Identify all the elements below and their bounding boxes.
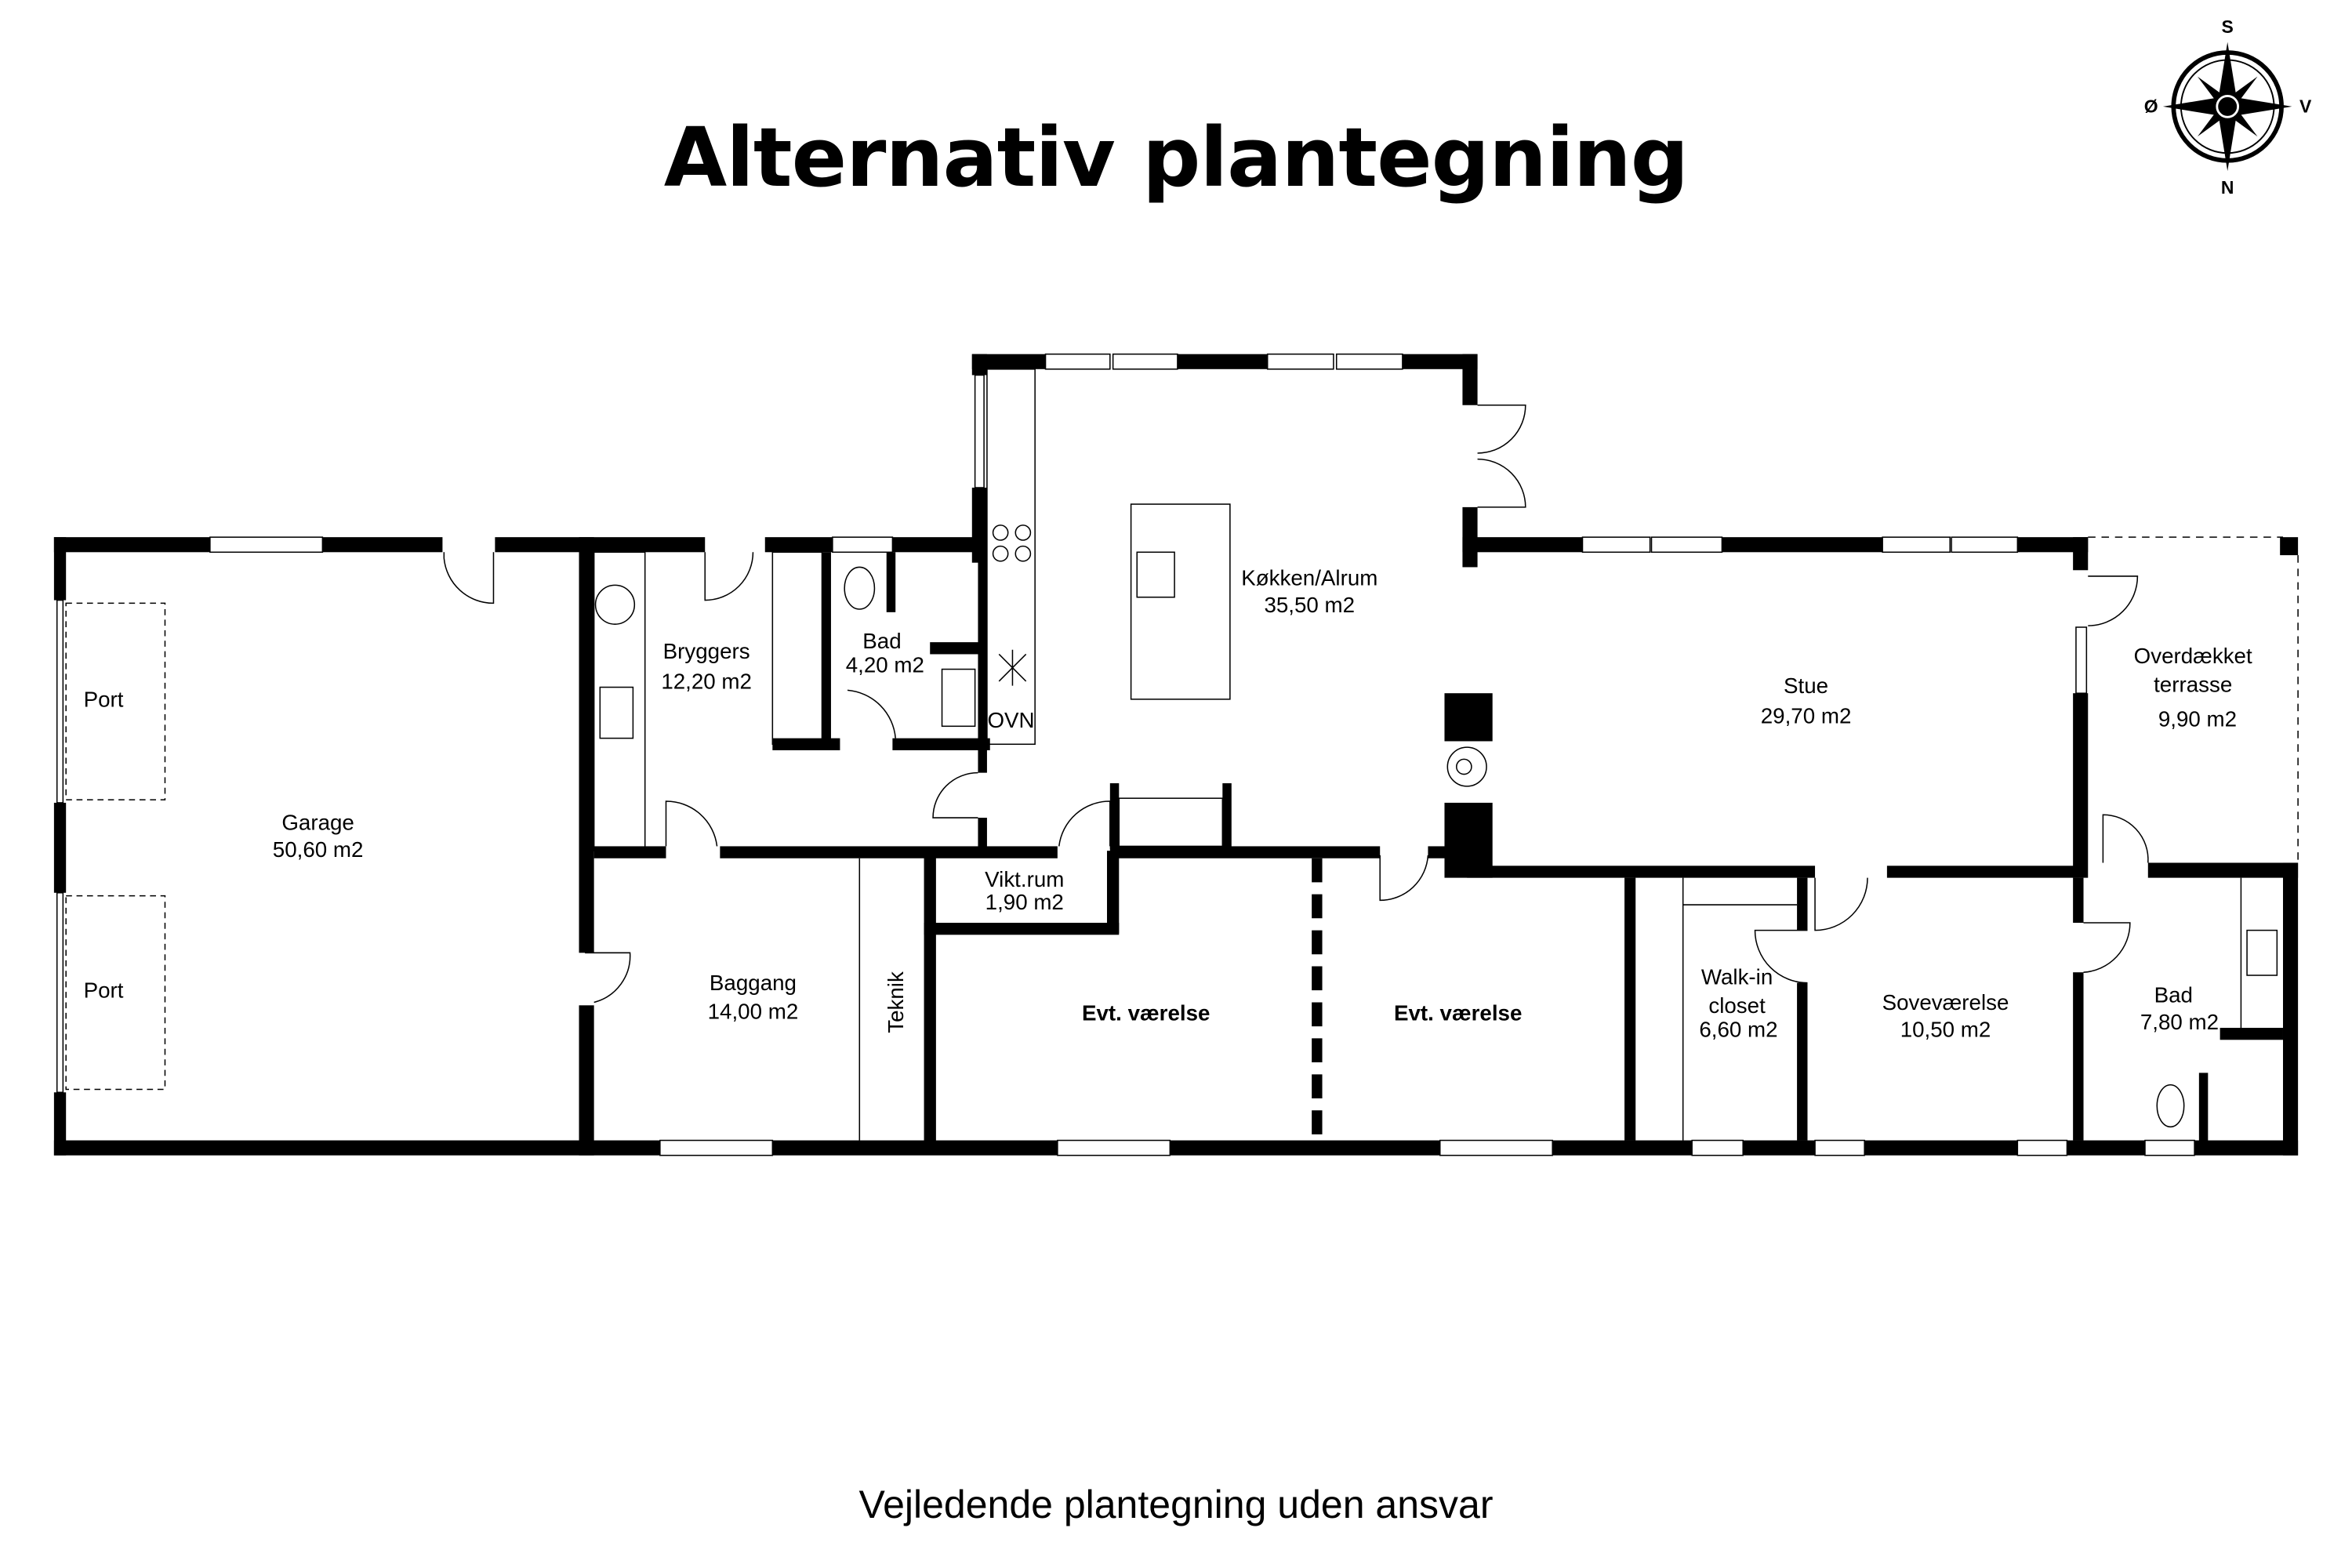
disclaimer: Vejledende plantegning uden ansvar	[858, 1483, 1494, 1526]
sove-area: 10,50 m2	[1900, 1017, 1991, 1041]
walls	[53, 353, 2299, 1156]
evt-vaerelse-1-label: Evt. værelse	[1082, 1000, 1210, 1025]
compass-east: Ø	[2144, 96, 2158, 117]
terrasse-label-1: Overdækket	[2134, 644, 2252, 668]
room-labels: Port Port Garage 50,60 m2 Bryggers 12,20…	[84, 565, 2252, 1041]
stue-label: Stue	[1784, 673, 1828, 698]
bad-1-area: 4,20 m2	[846, 652, 924, 677]
compass-west: V	[2299, 96, 2312, 117]
teknik-label: Teknik	[884, 971, 908, 1033]
sove-label: Soveværelse	[1882, 990, 2009, 1014]
viktrum-area: 1,90 m2	[985, 890, 1064, 914]
terrasse-area: 9,90 m2	[2158, 706, 2237, 731]
garage-area: 50,60 m2	[273, 837, 364, 862]
viktrum-label: Vikt.rum	[985, 867, 1064, 891]
kokken-label: Køkken/Alrum	[1241, 565, 1377, 590]
oven-label: OVN	[987, 708, 1034, 732]
baggang-label: Baggang	[710, 971, 797, 995]
bryggers-label: Bryggers	[663, 639, 750, 663]
compass-icon: S N Ø V	[2144, 16, 2312, 198]
walkin-label-1: Walk-in	[1701, 964, 1773, 989]
terrasse-label-2: terrasse	[2154, 672, 2232, 696]
port-1-label: Port	[84, 687, 124, 711]
compass-north: N	[2221, 177, 2234, 198]
bad-2-label: Bad	[2154, 982, 2193, 1007]
evt-vaerelse-2-label: Evt. værelse	[1394, 1000, 1522, 1025]
bryggers-area: 12,20 m2	[661, 669, 752, 693]
plan-title: Alternativ plantegning	[663, 110, 1689, 205]
baggang-area: 14,00 m2	[708, 1000, 799, 1024]
garage-label: Garage	[281, 810, 354, 834]
bad-1-label: Bad	[862, 629, 901, 653]
stue-area: 29,70 m2	[1761, 703, 1852, 728]
kokken-area: 35,50 m2	[1264, 593, 1355, 617]
walkin-label-2: closet	[1708, 993, 1766, 1018]
walkin-area: 6,60 m2	[1699, 1017, 1777, 1041]
port-2-label: Port	[84, 978, 124, 1003]
compass-south: S	[2222, 16, 2234, 37]
bad-2-area: 7,80 m2	[2140, 1010, 2219, 1034]
